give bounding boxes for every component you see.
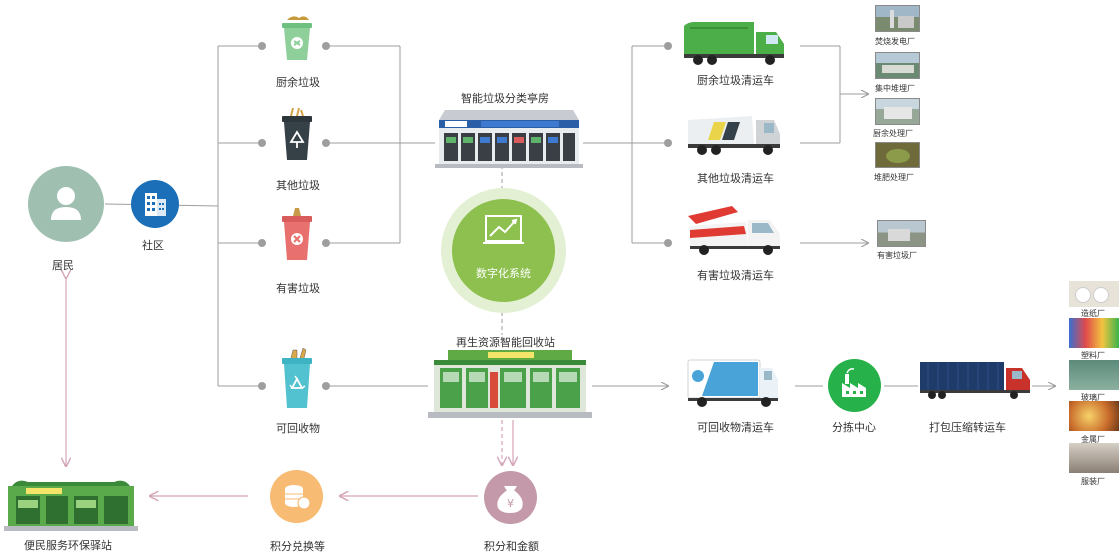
incineration-label: 焚烧发电厂 <box>875 37 915 46</box>
recycling-station-image <box>428 350 592 424</box>
kitchen-plant-label: 厨余处理厂 <box>873 129 913 138</box>
recyclables-label: 可回收物 <box>276 422 320 435</box>
other-waste-bin-icon <box>279 107 315 166</box>
metal-factory-photo <box>1069 401 1119 431</box>
compost-plant-label: 堆肥处理厂 <box>874 173 914 182</box>
hazardous-waste-truck-image <box>686 206 784 262</box>
points-money-node: ¥ <box>484 471 537 524</box>
sorting-center-node <box>828 359 881 412</box>
smart-room-label: 智能垃圾分类亭房 <box>461 92 549 105</box>
recyclable-truck-label: 可回收物清运车 <box>697 421 774 434</box>
kitchen-plant-photo <box>875 98 920 125</box>
other-truck-label: 其他垃圾清运车 <box>697 172 774 185</box>
other-waste-truck-image <box>684 112 784 162</box>
points-exchange-label: 积分兑换等 <box>270 540 325 553</box>
resident-node <box>28 166 104 242</box>
community-label: 社区 <box>142 239 164 252</box>
building-icon <box>145 193 166 216</box>
person-icon <box>51 187 81 220</box>
points-exchange-node <box>270 470 323 523</box>
community-node <box>131 180 179 228</box>
chart-monitor-icon <box>483 215 524 244</box>
kitchen-waste-bin-icon <box>279 14 315 66</box>
money-bag-icon: ¥ <box>497 486 523 513</box>
kitchen-truck-label: 厨余垃圾清运车 <box>697 74 774 87</box>
clothing-factory-photo <box>1069 443 1119 473</box>
service-station-label: 便民服务环保驿站 <box>24 539 112 552</box>
compress-truck-label: 打包压缩转运车 <box>929 421 1006 434</box>
clothing-factory-label: 服装厂 <box>1081 477 1105 486</box>
kitchen-waste-label: 厨余垃圾 <box>276 76 320 89</box>
hazardous-waste-label: 有害垃圾 <box>276 282 320 295</box>
plastic-factory-photo <box>1069 318 1119 348</box>
digital-system-node: 数字化系统 <box>452 199 555 302</box>
points-money-label: 积分和金额 <box>484 540 539 553</box>
coins-icon <box>285 485 311 510</box>
recyclable-truck-image <box>684 356 782 412</box>
plastic-factory-label: 塑料厂 <box>1081 351 1105 360</box>
compress-truck-image <box>918 360 1032 404</box>
paper-factory-photo <box>1069 281 1119 307</box>
hazardous-waste-bin-icon <box>279 208 315 266</box>
sorting-center-label: 分拣中心 <box>832 421 876 434</box>
recyclable-bin-icon <box>279 347 315 414</box>
hazardous-plant-label: 有害垃圾厂 <box>877 251 917 260</box>
glass-factory-photo <box>1069 360 1119 390</box>
paper-factory-label: 造纸厂 <box>1081 309 1105 318</box>
factory-icon <box>842 368 866 397</box>
resident-label: 居民 <box>52 259 74 272</box>
service-station-image <box>4 474 138 536</box>
smart-sorting-room-image <box>435 110 583 172</box>
landfill-photo <box>875 52 920 79</box>
recycling-station-label: 再生资源智能回收站 <box>456 336 555 349</box>
other-waste-label: 其他垃圾 <box>276 179 320 192</box>
compost-plant-photo <box>875 142 920 168</box>
incineration-plant-photo <box>875 5 920 32</box>
metal-factory-label: 金属厂 <box>1081 435 1105 444</box>
digital-system-label: 数字化系统 <box>476 267 531 280</box>
hazardous-truck-label: 有害垃圾清运车 <box>697 269 774 282</box>
glass-factory-label: 玻璃厂 <box>1081 393 1105 402</box>
kitchen-waste-truck-image <box>682 20 786 70</box>
landfill-label: 集中堆埋厂 <box>875 84 915 93</box>
svg-text:¥: ¥ <box>507 497 514 510</box>
hazardous-plant-photo <box>877 220 926 247</box>
